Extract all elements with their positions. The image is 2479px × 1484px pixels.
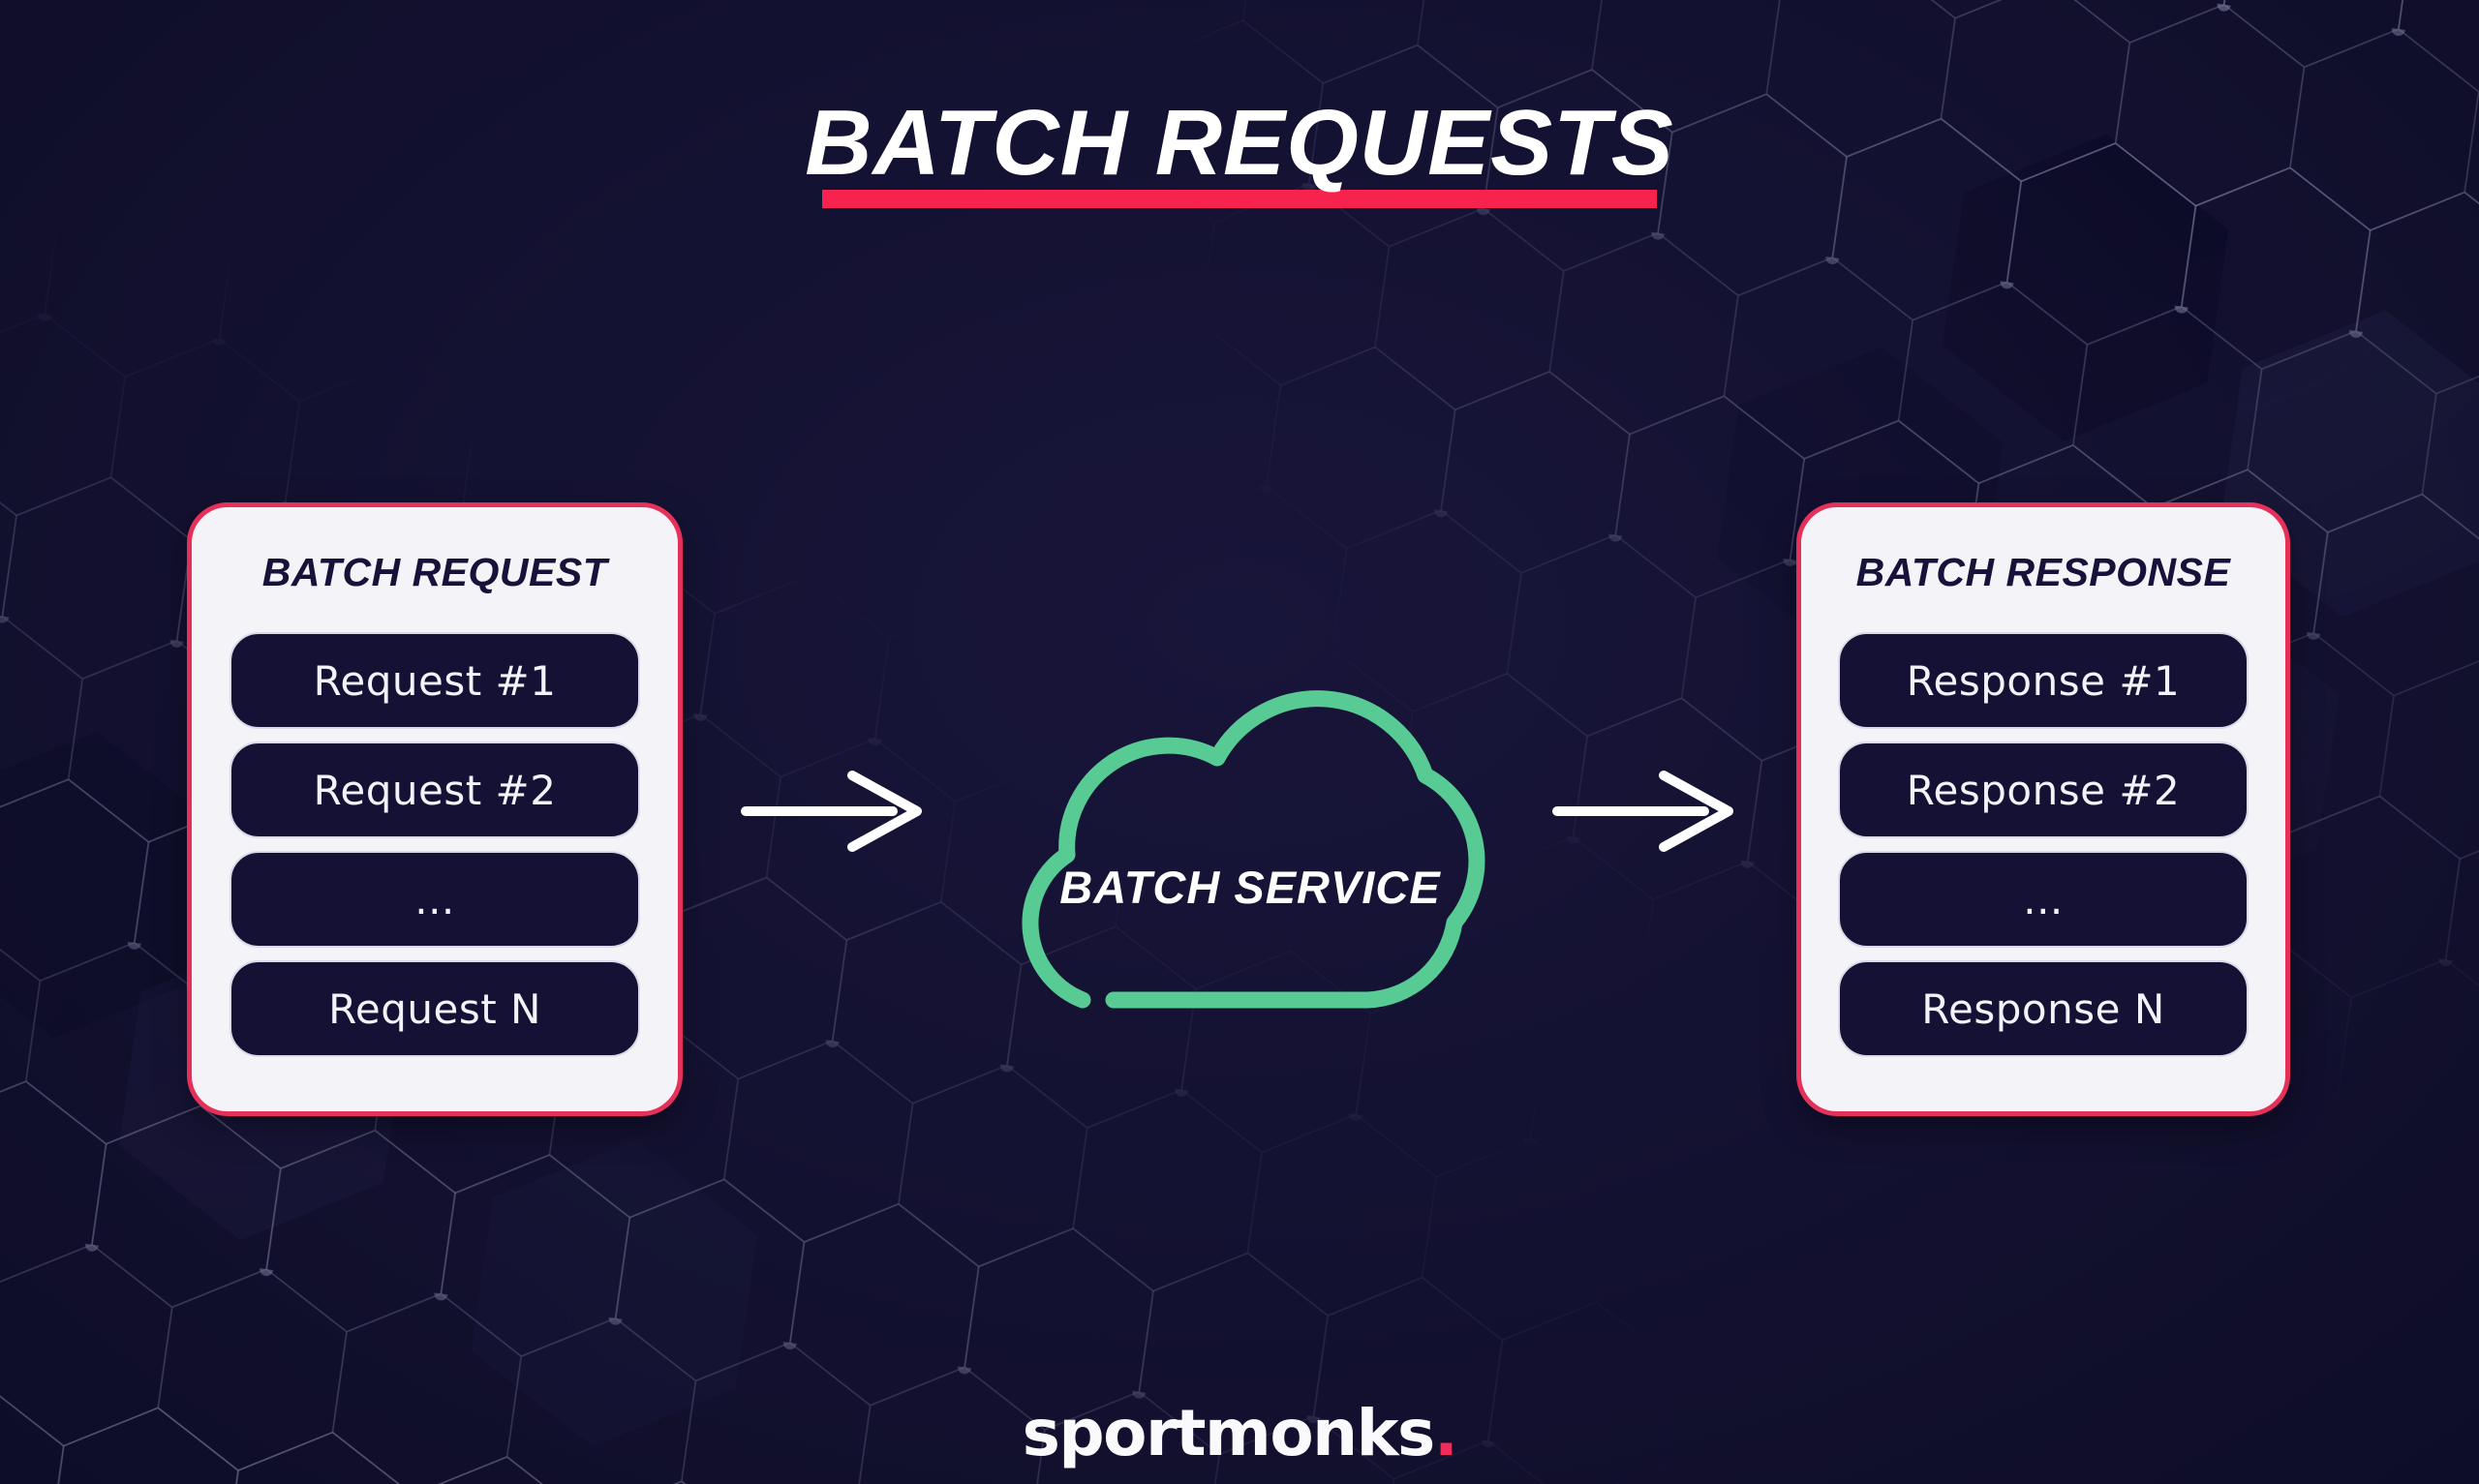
request-item-n: Request N <box>230 960 640 1057</box>
batch-request-card-title: BATCH REQUEST <box>261 550 608 594</box>
response-item-n: Response N <box>1838 960 2249 1057</box>
response-list: Response #1 Response #2 ... Response N <box>1838 632 2249 1057</box>
request-item-ellipsis: ... <box>230 851 640 948</box>
arrow-right-icon <box>741 771 922 852</box>
batch-service-cloud: BATCH SERVICE <box>990 661 1503 1013</box>
cloud-label: BATCH SERVICE <box>1059 862 1441 913</box>
brand-name: sportmonks <box>1022 1396 1436 1470</box>
request-list: Request #1 Request #2 ... Request N <box>230 632 640 1057</box>
batch-response-card-title: BATCH RESPONSE <box>1855 550 2231 594</box>
batch-response-card: BATCH RESPONSE Response #1 Response #2 .… <box>1796 502 2290 1116</box>
response-item-2: Response #2 <box>1838 742 2249 838</box>
sportmonks-logo: sportmonks. <box>1022 1396 1458 1470</box>
response-item-1: Response #1 <box>1838 632 2249 729</box>
arrow-right-icon <box>1552 771 1733 852</box>
footer: sportmonks. <box>0 1396 2479 1470</box>
header: BATCH REQUESTS <box>0 0 2479 208</box>
request-item-1: Request #1 <box>230 632 640 729</box>
batch-request-card: BATCH REQUEST Request #1 Request #2 ... … <box>187 502 683 1116</box>
response-item-ellipsis: ... <box>1838 851 2249 948</box>
request-item-2: Request #2 <box>230 742 640 838</box>
page-title: BATCH REQUESTS <box>805 91 1674 195</box>
brand-dot: . <box>1433 1396 1458 1470</box>
